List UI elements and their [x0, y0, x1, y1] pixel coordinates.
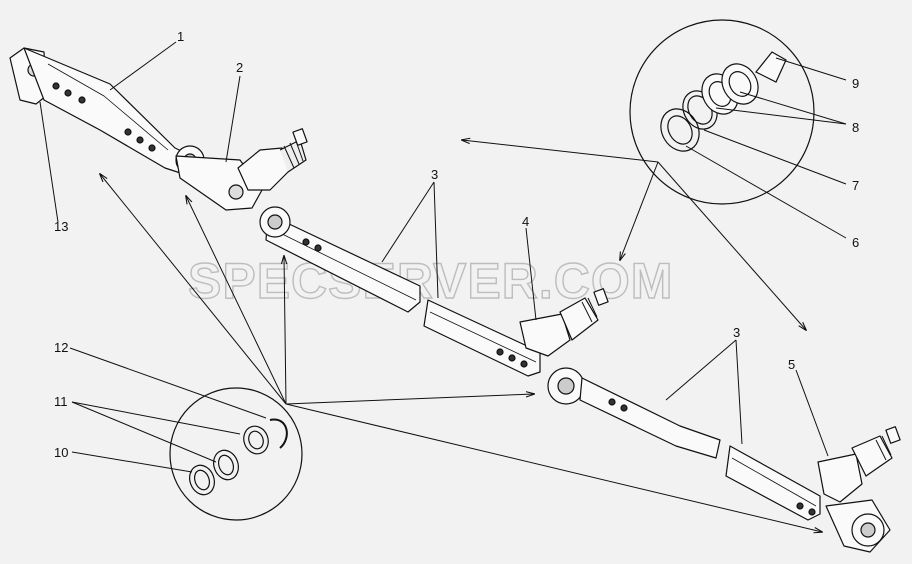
callout-4: 4: [522, 214, 529, 229]
callout-9: 9: [852, 76, 859, 91]
callout-3-left: 3: [431, 167, 438, 182]
callout-12: 12: [54, 340, 68, 355]
callout-3-right: 3: [733, 325, 740, 340]
left-lever-assembly: [9, 47, 308, 211]
watermark-text: SPECSERVER.COM: [188, 253, 673, 309]
leader-lines: [39, 41, 847, 473]
callout-5: 5: [788, 357, 795, 372]
arrow-lines: [100, 140, 822, 532]
detail-circle-lower: [169, 387, 303, 521]
callout-11: 11: [54, 394, 68, 409]
callout-8: 8: [852, 120, 859, 135]
right-lever-assembly: [725, 426, 901, 553]
callout-1: 1: [177, 29, 184, 44]
callout-6: 6: [852, 235, 859, 250]
callout-10: 10: [54, 445, 68, 460]
rail-segment-1: [259, 206, 421, 313]
callout-7: 7: [852, 178, 859, 193]
detail-circle-upper: [629, 19, 815, 205]
callout-13: 13: [54, 219, 68, 234]
callout-2: 2: [236, 60, 243, 75]
middle-lever-assembly: [423, 288, 721, 459]
